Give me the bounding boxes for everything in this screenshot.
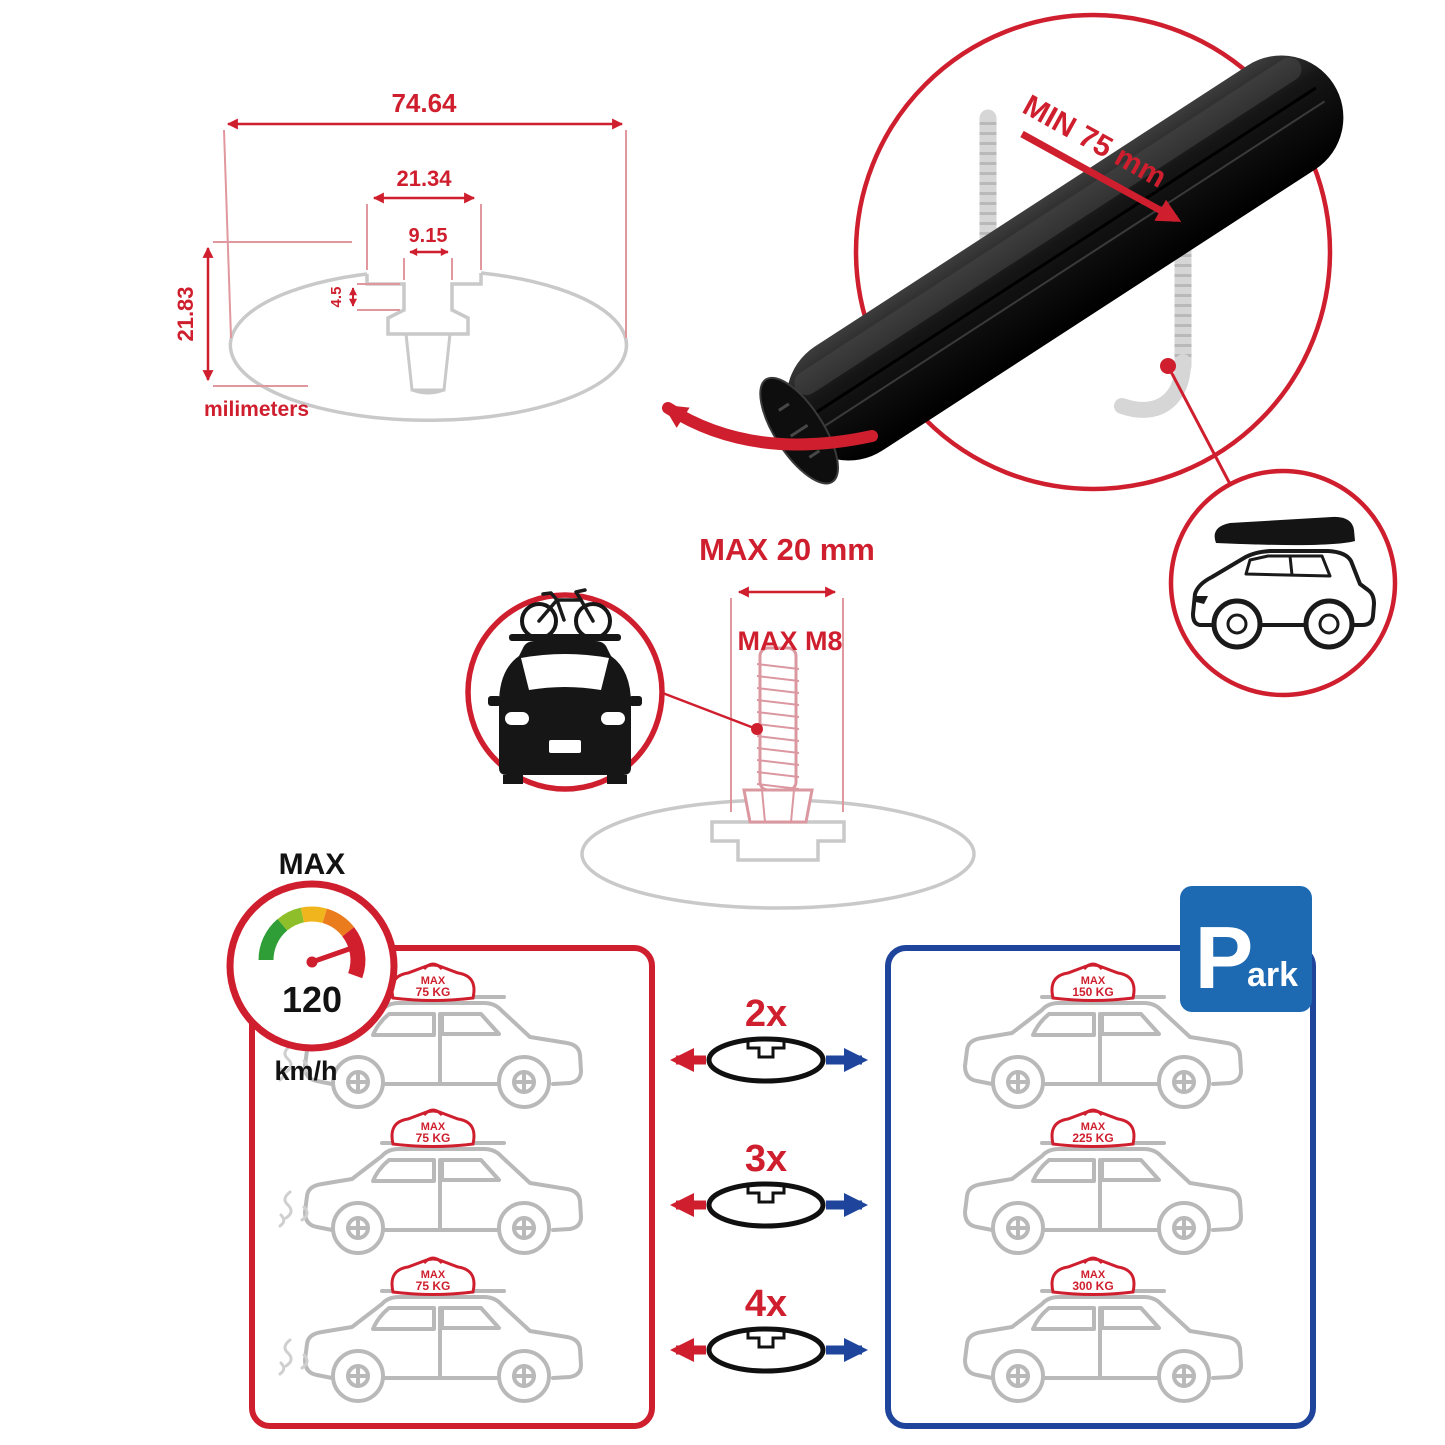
profile-dimension-diagram: 74.64 21.34 9.15 4.5 21.83 milimeters [173,88,629,423]
bag-weight-label: 300 KG [1072,1279,1113,1293]
profile-ellipse [228,271,629,423]
parked-car-row-2: MAX 225 KG [963,1108,1243,1255]
gauge-pivot [306,956,318,968]
u-bolt-icon [979,109,1192,418]
bag-max-label: MAX [421,1269,446,1281]
multiplier-label: 3x [745,1138,787,1180]
bag-weight-label: 75 KG [416,1131,451,1145]
gauge-needle [309,945,355,965]
detail-circle-outline [853,12,1333,492]
bag-max-label: MAX [1081,1121,1106,1133]
bag-max-label: MAX [421,975,446,987]
speed-unit: km/h [274,1056,337,1086]
callout-connector [1166,365,1232,485]
bag-weight-label: 225 KG [1072,1131,1113,1145]
park-sign-rest: ark [1247,956,1298,994]
roofbox-car-badge [1168,468,1398,698]
driving-car-row-3: MAX 75 KG [278,1256,583,1403]
dim-channel-width: 21.34 [396,166,452,191]
park-sign: P ark [1180,886,1312,1012]
leader-dot [751,723,763,735]
units-label: milimeters [204,398,309,421]
bike-car-badge [465,588,665,792]
parked-car-row-3: MAX 300 KG [963,1256,1243,1403]
multiplier-row-3: 4x [670,1283,868,1371]
gauge-arc-icon [258,906,366,979]
speed-value: 120 [282,979,342,1020]
car-front-icon [488,634,642,784]
bag-max-label: MAX [1081,975,1106,987]
suv-side-icon [1191,549,1376,650]
bag-weight-label: 150 KG [1072,985,1113,999]
park-sign-plate [1180,886,1312,1012]
multiplier-label: 2x [745,993,787,1035]
dim-slot-depth: 4.5 [328,287,345,308]
bolt-head [742,788,814,824]
parked-car-row-1: MAX 150 KG [963,962,1243,1109]
t-slot-plate [710,820,846,862]
bolt-thread-label: MAX M8 [737,626,842,656]
bolt-threads [756,663,800,790]
crossbar-icon [759,55,1344,485]
bolt-width-label: MAX 20 mm [699,532,875,567]
leader-line [659,690,755,730]
bag-weight-label: 75 KG [416,1279,451,1293]
dim-slot-width: 9.15 [409,225,448,247]
driving-car-row-2: MAX 75 KG [278,1108,583,1255]
driving-car-row-1: MAX 75 KG [278,962,583,1109]
profile-t-slot [365,273,483,336]
bolt-shaft [758,646,798,792]
pointer-arrow-to-profile [662,402,878,451]
dim-total-height: 21.83 [173,286,198,341]
min-clamp-arrow [1020,130,1182,223]
profile-stem [404,333,452,395]
speed-limit-gauge: MAX 120 km/h [226,848,398,1086]
bolt-spec-diagram: MAX 20 mm MAX M8 [580,532,976,910]
dim-total-width: 74.64 [391,88,457,118]
bag-weight-label: 75 KG [416,985,451,999]
crossbar-detail-circle: MIN 75 mm [662,12,1344,492]
speed-max-label: MAX [279,848,346,881]
multiplier-label: 4x [745,1283,787,1325]
multiplier-row-1: 2x [670,993,868,1081]
multiplier-row-2: 3x [670,1138,868,1226]
roofbox-icon [1214,516,1355,546]
park-sign-letter: P [1195,908,1254,1007]
bag-max-label: MAX [421,1121,446,1133]
bag-max-label: MAX [1081,1269,1106,1281]
